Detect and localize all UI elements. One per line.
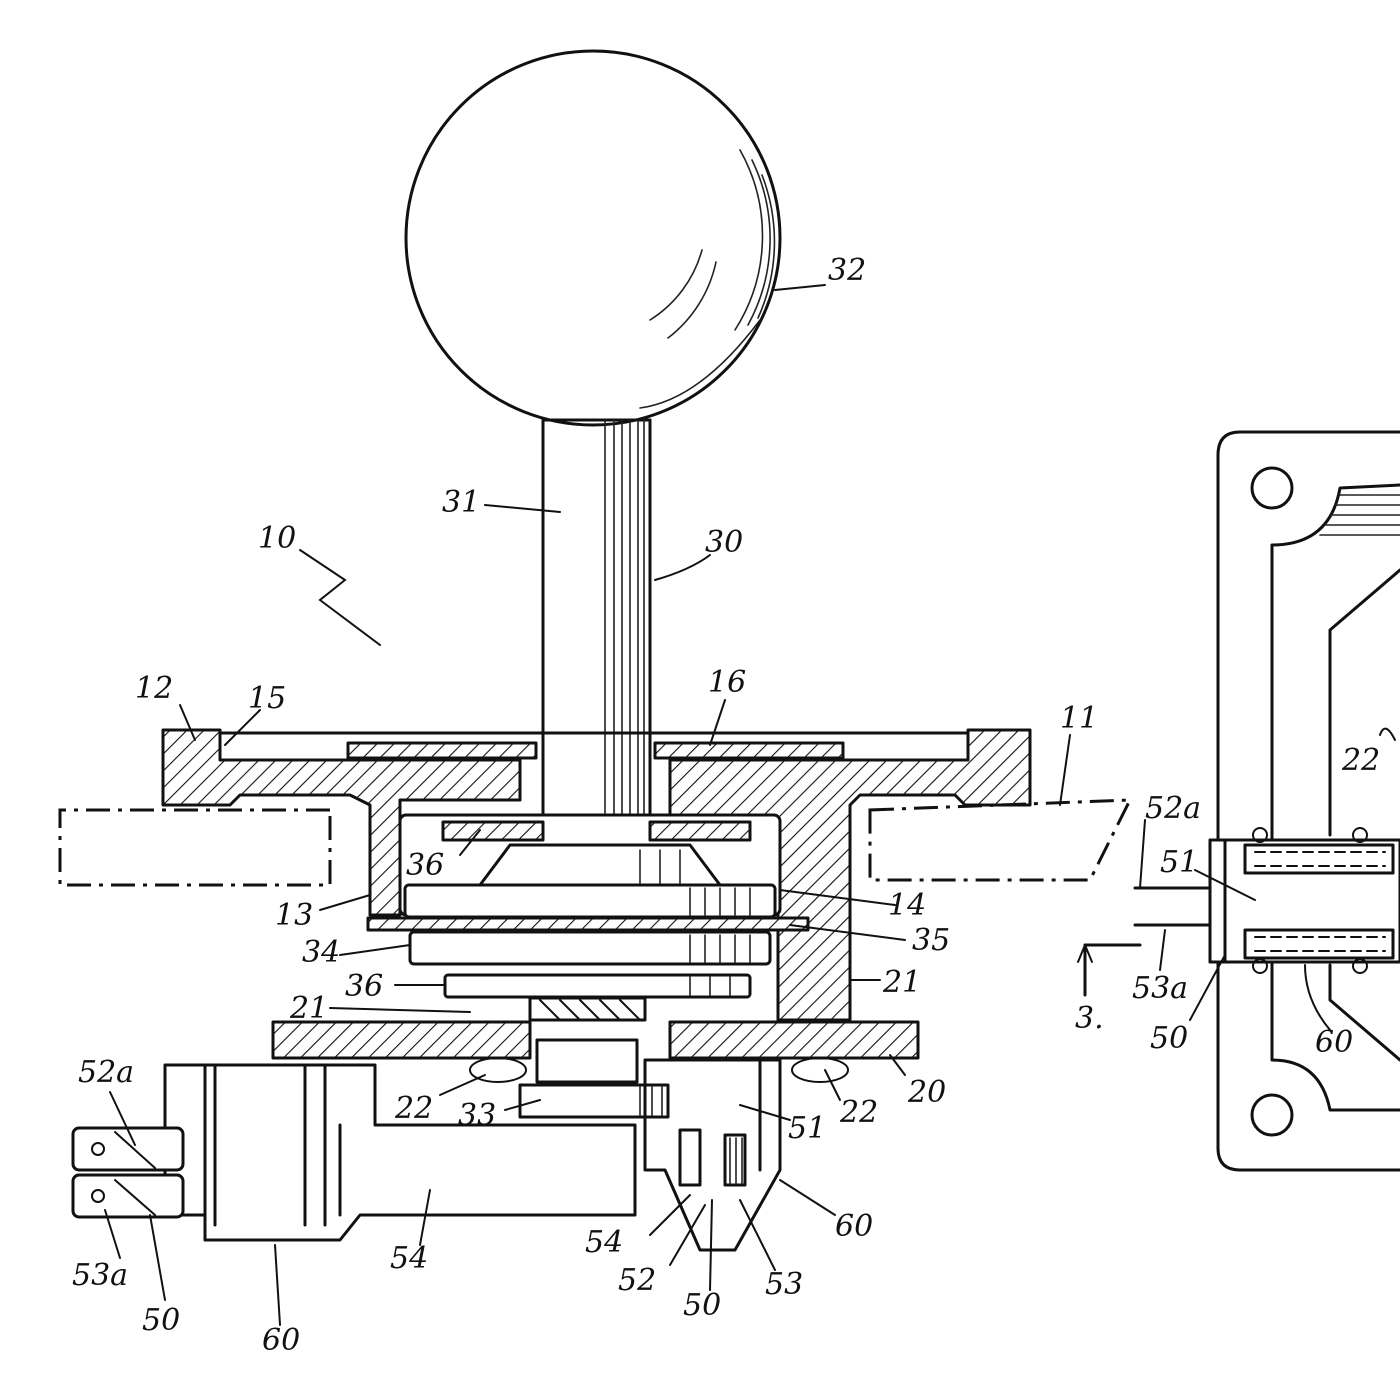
shaft: [541, 418, 652, 842]
label-22-plan: 22: [1341, 743, 1380, 778]
label-11: 11: [1060, 701, 1098, 736]
spring: [528, 996, 647, 1022]
ball-knob: [404, 49, 782, 427]
cavity-parts: [366, 813, 810, 1022]
label-52a-right: 52a: [1145, 791, 1201, 826]
label-54-center: 54: [585, 1225, 623, 1260]
label-52a: 52a: [78, 1055, 134, 1090]
label-21-right: 21: [882, 965, 921, 1000]
reference-labels: 10 32 31 30 12 15 16 11 36 13 14 35 34 2…: [72, 253, 1098, 1358]
label-31: 31: [442, 485, 480, 520]
actuator: [469, 1038, 849, 1119]
label-12: 12: [135, 671, 173, 706]
label-50-right: 50: [1150, 1021, 1188, 1056]
switch-module-left: [71, 1063, 637, 1242]
top-plate: [161, 728, 1032, 1022]
label-22-right: 22: [839, 1095, 878, 1130]
label-32: 32: [828, 253, 866, 288]
label-35: 35: [912, 923, 950, 958]
label-53: 53: [765, 1267, 803, 1302]
label-22-left: 22: [394, 1091, 433, 1126]
label-60-right: 60: [1315, 1025, 1353, 1060]
label-16: 16: [708, 665, 746, 700]
mounting-panel: [58, 798, 1133, 887]
label-60-center: 60: [835, 1209, 873, 1244]
label-34: 34: [302, 935, 340, 970]
label-13: 13: [275, 898, 313, 933]
label-30: 30: [705, 525, 743, 560]
label-53a: 53a: [72, 1258, 128, 1293]
label-53a-right: 53a: [1132, 971, 1188, 1006]
label-14: 14: [888, 888, 926, 923]
label-21-left: 21: [289, 991, 328, 1026]
label-50-left: 50: [142, 1303, 180, 1338]
label-20: 20: [907, 1075, 946, 1110]
switch-module-center: [643, 1058, 782, 1252]
label-36-upper: 36: [406, 848, 444, 883]
section-view: 10 32 31 30 12 15 16 11 36 13 14 35 34 2…: [58, 49, 1133, 1358]
label-51-right: 51: [1160, 845, 1198, 880]
label-54-left: 54: [390, 1241, 428, 1276]
label-52: 52: [618, 1263, 656, 1298]
plan-view-partial: 52a 51 53a 3. 50 60 22: [1075, 430, 1400, 1172]
disc-shading: [689, 887, 751, 996]
label-36-lower: 36: [345, 969, 383, 1004]
label-60-left: 60: [262, 1323, 300, 1358]
label-33: 33: [458, 1098, 496, 1133]
label-15: 15: [248, 681, 286, 716]
leader-lines: [104, 284, 1071, 1326]
label-10: 10: [258, 521, 296, 556]
label-section-3: 3.: [1075, 1001, 1104, 1036]
base-plate: [271, 1020, 920, 1060]
label-50-center: 50: [683, 1288, 721, 1323]
label-51: 51: [788, 1111, 826, 1146]
